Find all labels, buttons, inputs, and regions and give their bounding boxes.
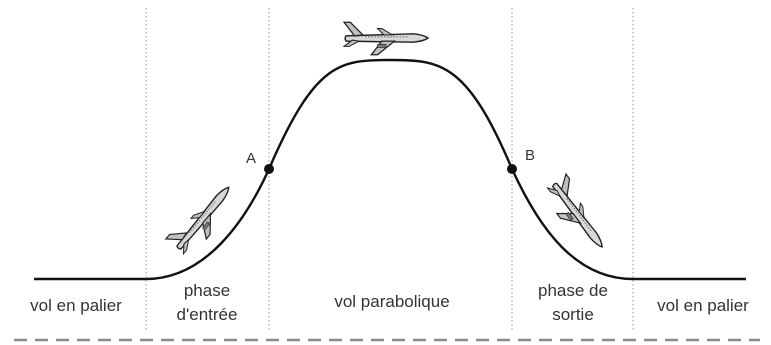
label-entry-phase-line1: phase	[184, 281, 230, 300]
airplane-climbing-icon	[165, 177, 242, 260]
point-a-marker	[264, 164, 274, 174]
airplane-level-icon	[343, 21, 429, 56]
label-parabolic-flight: vol parabolique	[334, 292, 449, 311]
point-a-label: A	[246, 150, 256, 167]
label-level-flight-right: vol en palier	[657, 296, 749, 315]
airplane-descending-icon	[540, 173, 615, 258]
point-b-label: B	[525, 147, 535, 164]
flight-trajectory-curve	[34, 58, 746, 281]
label-exit-phase-line1: phase de	[538, 281, 608, 300]
label-exit-phase-line2: sortie	[552, 305, 594, 324]
label-level-flight-left: vol en palier	[30, 296, 122, 315]
point-b-marker	[507, 164, 517, 174]
label-entry-phase-line2: d'entrée	[177, 305, 238, 324]
